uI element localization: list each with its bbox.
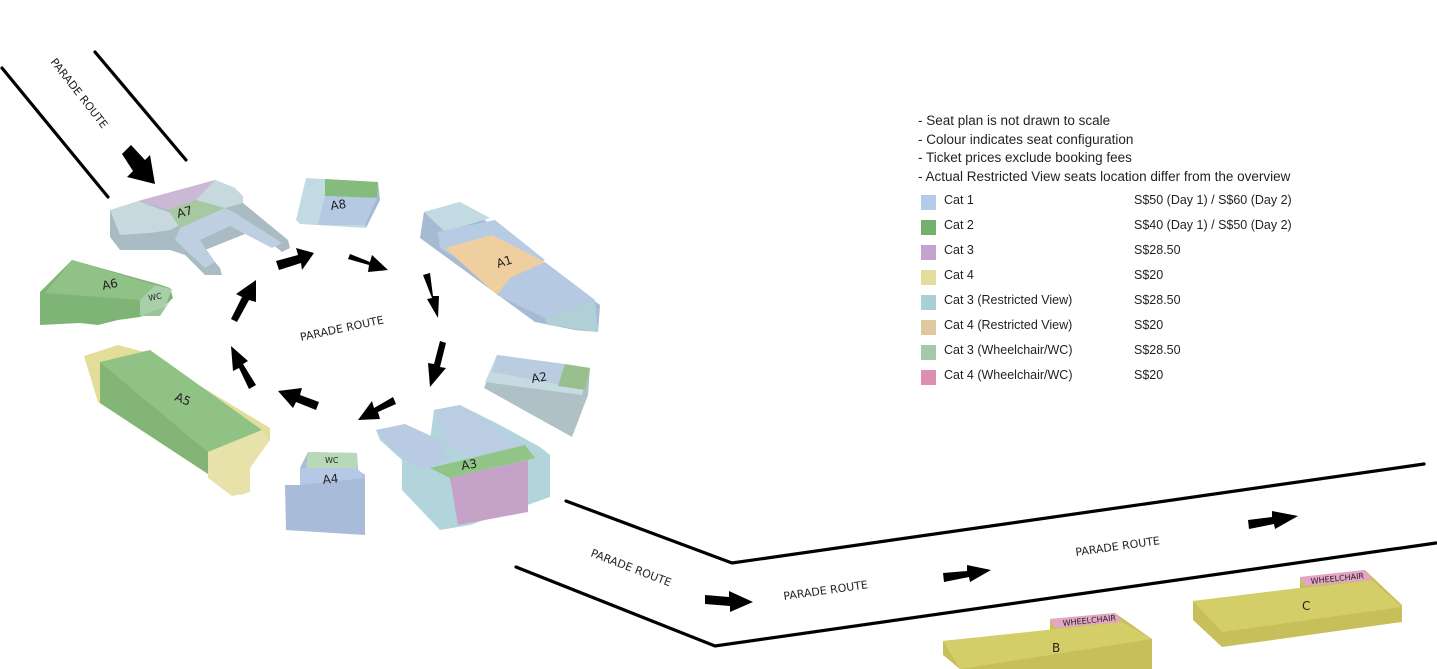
section-label: B: [1052, 641, 1060, 655]
entry-route-label: PARADE ROUTE: [48, 56, 111, 131]
legend-swatch: [921, 295, 936, 310]
legend-price: S$28.50: [1134, 343, 1181, 357]
legend-category: Cat 2: [944, 218, 974, 232]
legend-price: S$20: [1134, 368, 1164, 382]
exit-mid-route-label: PARADE ROUTE: [783, 578, 869, 603]
section-a1[interactable]: A1: [420, 202, 600, 332]
arrow-icon: [231, 280, 256, 322]
legend-swatch: [921, 270, 936, 285]
legend-swatch: [921, 370, 936, 385]
arrow-icon: [428, 341, 446, 387]
arrow-icon: [276, 248, 314, 270]
legend-price: S$20: [1134, 268, 1164, 282]
legend-category: Cat 1: [944, 193, 974, 207]
loop-route-label: PARADE ROUTE: [299, 314, 385, 344]
legend-price: S$20: [1134, 318, 1164, 332]
loop-arrows: PARADE ROUTE: [231, 248, 446, 420]
section-label: C: [1302, 599, 1310, 613]
legend-price: S$40 (Day 1) / S$50 (Day 2): [1134, 218, 1292, 232]
section-label: A2: [530, 369, 548, 386]
section-a6[interactable]: A6 WC: [40, 260, 173, 325]
route-edge-line: [93, 50, 188, 162]
wc-label: WC: [148, 291, 163, 303]
arrow-icon: [943, 565, 991, 582]
section-c[interactable]: WHEELCHAIR C: [1193, 570, 1402, 647]
legend-swatch: [921, 320, 936, 335]
legend-price: S$50 (Day 1) / S$60 (Day 2): [1134, 193, 1292, 207]
legend-swatch: [921, 345, 936, 360]
note-line: - Seat plan is not drawn to scale: [918, 113, 1111, 128]
legend-category: Cat 4 (Restricted View): [944, 318, 1073, 332]
legend-category: Cat 3 (Wheelchair/WC): [944, 343, 1073, 357]
wc-label: WC: [325, 456, 339, 465]
section-label: A3: [460, 456, 478, 473]
section-a2[interactable]: A2: [484, 355, 590, 437]
legend-category: Cat 4: [944, 268, 974, 282]
section-a5[interactable]: A5: [84, 345, 270, 496]
arrow-icon: [278, 388, 319, 410]
section-a3[interactable]: A3: [376, 405, 550, 530]
route-edge-line: [564, 462, 1426, 565]
section-b[interactable]: WHEELCHAIR B: [943, 613, 1152, 669]
arrow-icon: [348, 254, 388, 272]
exit-right-route-label: PARADE ROUTE: [1075, 534, 1161, 559]
section-a8[interactable]: A8: [296, 178, 380, 228]
section-a7[interactable]: A7: [110, 180, 290, 275]
section-a4[interactable]: WC A4: [285, 452, 365, 535]
arrow-icon: [231, 346, 256, 389]
route-edge-line: [514, 541, 1437, 648]
section-label: A1: [495, 253, 514, 271]
note-line: - Actual Restricted View seats location …: [918, 168, 1291, 184]
arrow-icon: [1248, 511, 1298, 529]
legend-category: Cat 3: [944, 243, 974, 257]
arrow-icon: [423, 273, 439, 318]
legend-swatch: [921, 245, 936, 260]
note-line: - Ticket prices exclude booking fees: [918, 150, 1132, 165]
legend-price: S$28.50: [1134, 293, 1181, 307]
section-label: A7: [175, 203, 194, 221]
arrow-icon: [358, 397, 396, 420]
section-label: A5: [173, 390, 193, 409]
note-line: - Colour indicates seat configuration: [918, 131, 1134, 147]
legend-price: S$28.50: [1134, 243, 1181, 257]
legend-category: Cat 3 (Restricted View): [944, 293, 1073, 307]
notes: - Seat plan is not drawn to scale - Colo…: [918, 112, 1290, 186]
arrow-icon: [122, 145, 155, 184]
section-label: A6: [101, 276, 119, 293]
section-label: A4: [322, 471, 339, 487]
legend-swatch: [921, 220, 936, 235]
entry-parade-route: PARADE ROUTE: [0, 50, 188, 199]
arrow-icon: [705, 591, 753, 612]
exit-diag-route-label: PARADE ROUTE: [589, 547, 673, 590]
section-label: A8: [329, 197, 347, 213]
legend-category: Cat 4 (Wheelchair/WC): [944, 368, 1073, 382]
legend-swatch: [921, 195, 936, 210]
route-edge-line: [0, 66, 110, 199]
